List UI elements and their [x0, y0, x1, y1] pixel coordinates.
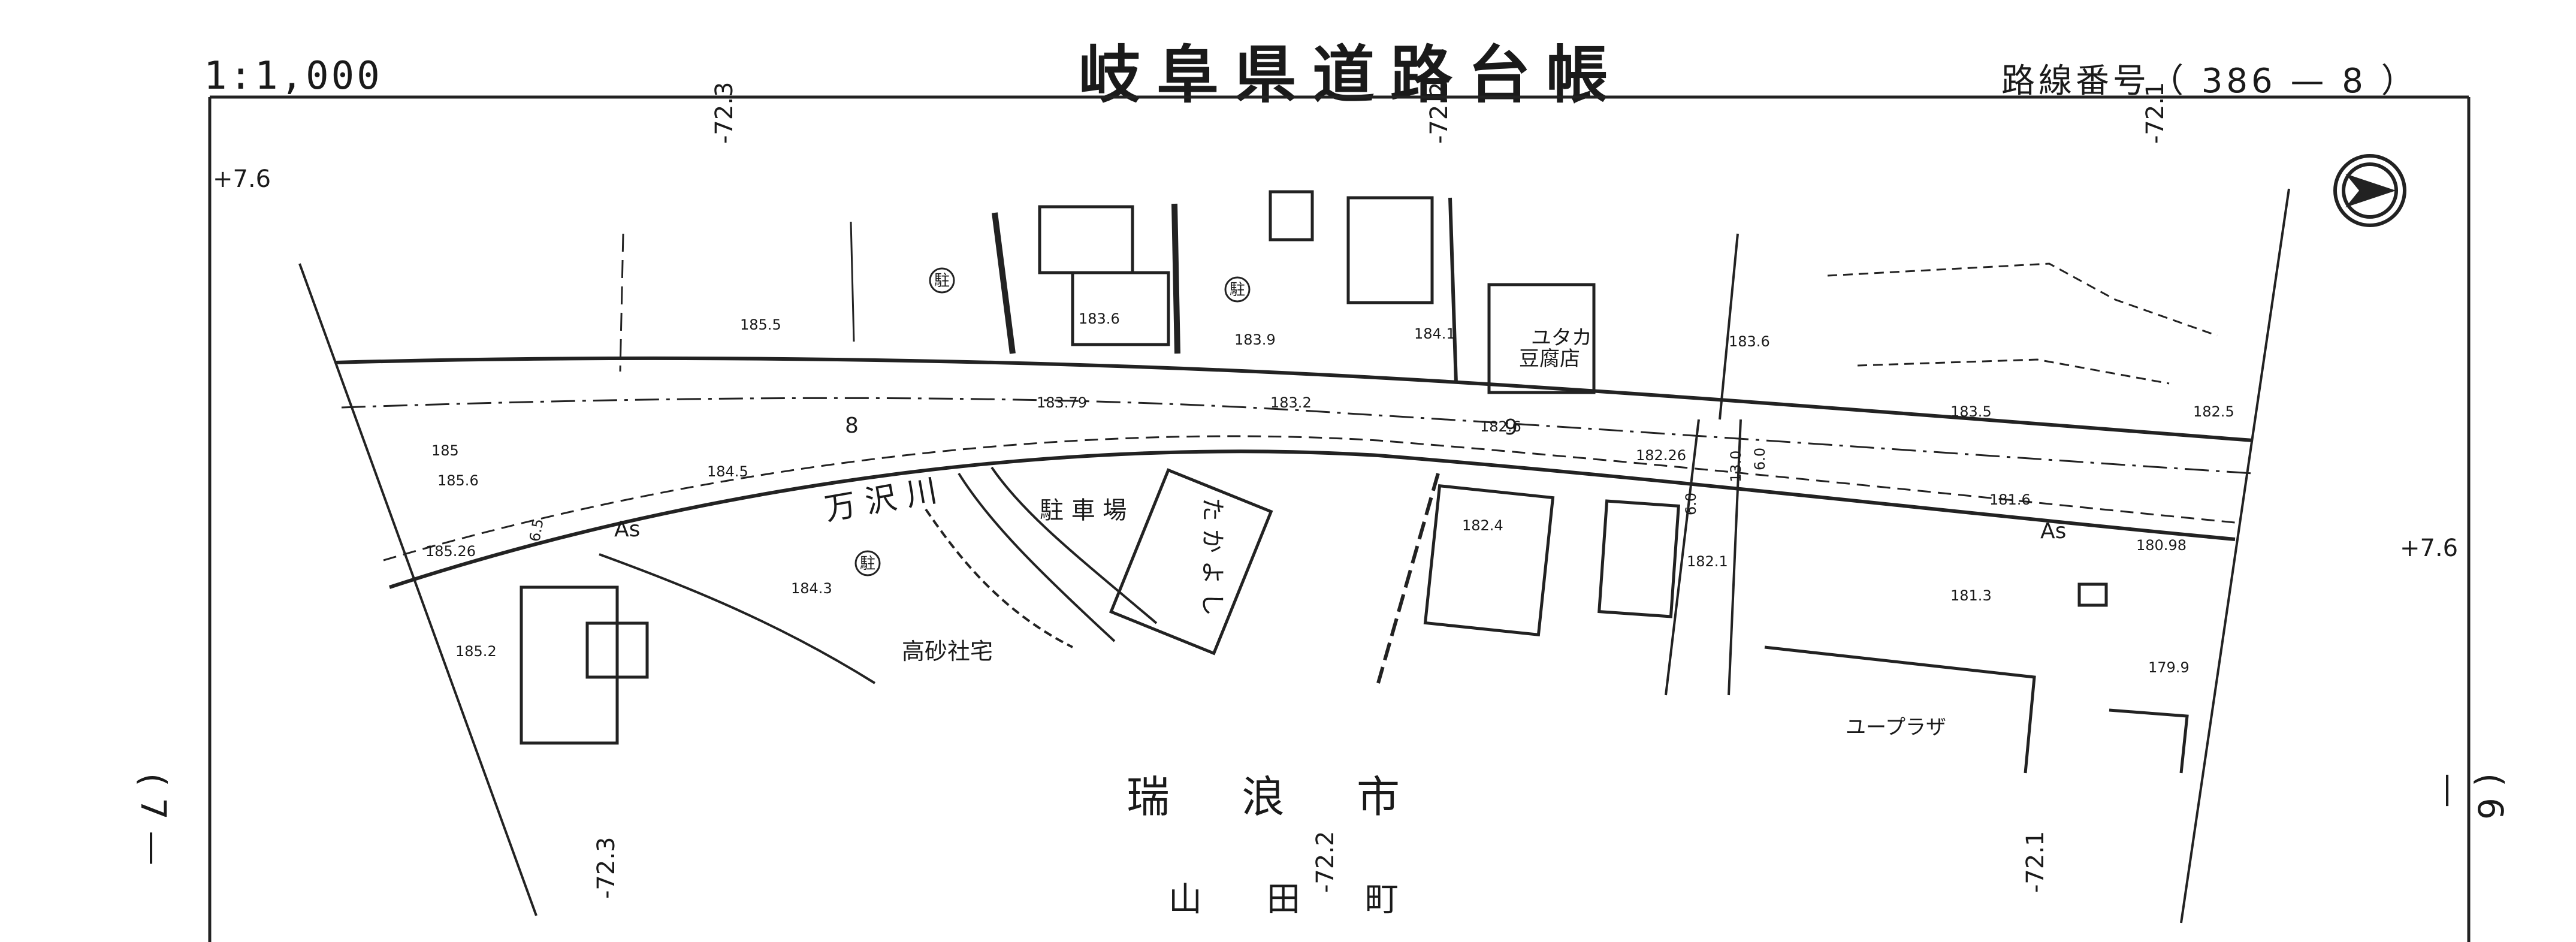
- elevation-label: 185.26: [425, 543, 476, 560]
- elevation-label: 183.79: [1037, 394, 1087, 411]
- town-name: 山 田 町: [1168, 880, 1414, 919]
- grid-label-top: -72.1: [2142, 82, 2169, 144]
- elevation-label: 183.5: [1950, 403, 1992, 420]
- building: [1423, 484, 1555, 637]
- elevation-label: 182.4: [1462, 517, 1503, 534]
- shop-label-takayoshi: た か よ し: [1198, 497, 1226, 616]
- sheet-boundary: [298, 188, 2290, 923]
- grid-label-left: +7.6: [213, 165, 271, 193]
- parking-icon: [854, 550, 881, 576]
- elevation-label: 184.3: [791, 580, 832, 597]
- elevation-label: 183.9: [1234, 331, 1276, 348]
- road: [335, 356, 2254, 589]
- parcel-lines: [619, 197, 2218, 684]
- elevation-label: 182.26: [1636, 447, 1686, 464]
- grid-label-bottom: -72.2: [1312, 831, 1339, 893]
- elevation-label: 183.6: [1729, 333, 1770, 350]
- pavement-label: As: [614, 517, 640, 542]
- cross-street: [1665, 233, 1742, 696]
- parking-icon: [1224, 276, 1251, 303]
- shop-label-yutaka: ユタカ: [1531, 326, 1592, 350]
- parking-lot-label: 駐 車 場: [1040, 497, 1127, 524]
- elevation-label: 182.1: [1687, 553, 1728, 570]
- building: [520, 585, 619, 745]
- pavement-label: As: [2040, 519, 2066, 544]
- elevation-label: 185.6: [437, 472, 479, 489]
- scale-label: 1:1,000: [204, 54, 382, 98]
- building: [1597, 499, 1681, 618]
- parking-mark: 駐: [1230, 281, 1245, 299]
- elevation-label: 181.6: [1989, 491, 2031, 508]
- station-number: 8: [845, 413, 859, 438]
- width-dimension: 13.0: [1728, 451, 1744, 482]
- elevation-label: 180.98: [2136, 537, 2187, 554]
- building: [1109, 468, 1273, 656]
- elevation-label: 183.6: [1079, 310, 1120, 327]
- city-name: 瑞 浪 市: [1127, 772, 1414, 822]
- grid-label-bottom: -72.1: [2022, 831, 2049, 893]
- elevation-label: 185.5: [740, 316, 781, 333]
- elevation-label: 182.6: [1480, 418, 1521, 435]
- width-dimension: 6.5: [526, 518, 546, 543]
- elevation-label: 185.2: [455, 643, 497, 660]
- grid-label-bottom: -72.3: [593, 837, 620, 899]
- route-number: 路線番号（ 386 — 8 ）: [2001, 62, 2418, 101]
- width-dimension: 6.0: [1751, 448, 1768, 470]
- building: [1269, 190, 1314, 241]
- width-dimension: 6.0: [1683, 493, 1699, 515]
- elevation-label: 182.5: [2193, 403, 2234, 420]
- building: [2077, 582, 2108, 607]
- elevation-labels: 185.5 183.6 183.9 184.1 183.6 183.5 182.…: [425, 310, 2234, 676]
- grid-label-top: -72.3: [711, 82, 738, 144]
- parking-mark: 駐: [860, 555, 875, 573]
- building: [1346, 196, 1434, 304]
- station-number: 9: [1504, 415, 1518, 440]
- elevation-label: 184.5: [707, 463, 748, 480]
- elevation-label: 179.9: [2148, 659, 2190, 676]
- building: [1764, 645, 2036, 774]
- housing-label: 高砂社宅: [902, 638, 993, 665]
- building: [1071, 271, 1170, 346]
- elevation-label: 183.2: [1270, 394, 1312, 411]
- buildings: [520, 190, 2189, 774]
- parking-mark: 駐: [934, 272, 950, 290]
- contour-label: 185: [431, 442, 459, 459]
- building: [2109, 708, 2189, 774]
- plaza-label: ユープラザ: [1846, 715, 1946, 739]
- river: [599, 466, 1158, 684]
- parking-icon: [929, 267, 955, 294]
- map-frame: [208, 95, 2471, 942]
- grid-label-top: -72.2: [1426, 82, 1453, 144]
- elevation-label: 184.1: [1414, 325, 1455, 342]
- elevation-label: 181.3: [1950, 587, 1992, 604]
- shop-label-tofu: 豆腐店: [1519, 347, 1580, 371]
- north-arrow-icon: [2333, 154, 2406, 227]
- map-title: 岐阜県道路台帳: [1079, 38, 1624, 111]
- grid-label-right: +7.6: [2400, 535, 2458, 562]
- building: [1038, 205, 1134, 274]
- building: [1487, 283, 1596, 394]
